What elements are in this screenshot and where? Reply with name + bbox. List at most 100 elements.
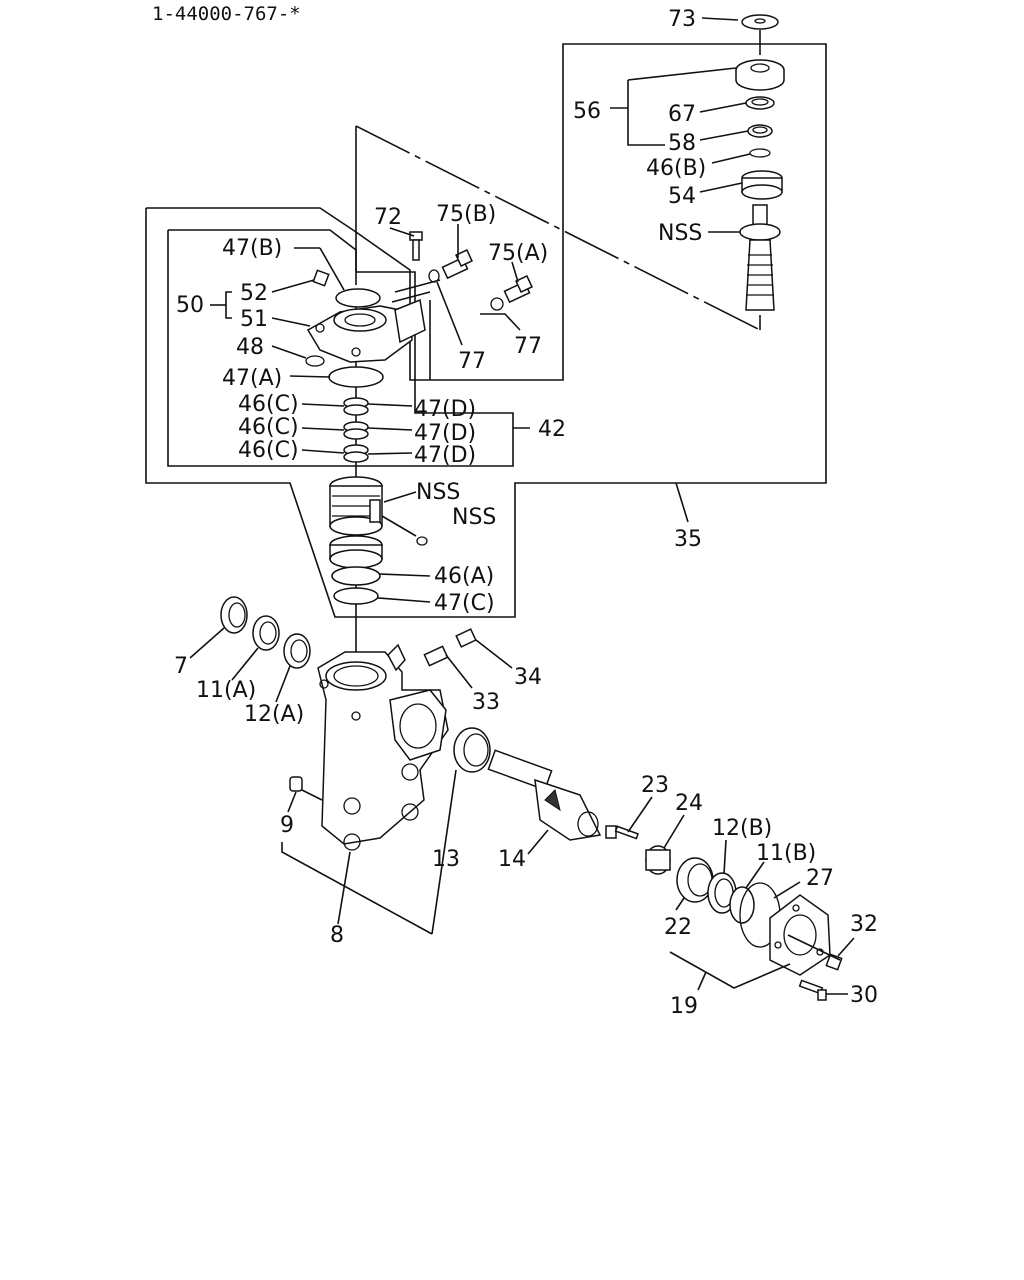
label-52: 52	[240, 281, 268, 306]
part-13-needle-bearing	[453, 727, 491, 773]
label-8: 8	[330, 923, 344, 948]
part-72-bolt	[409, 231, 423, 261]
label-11a: 11(A)	[196, 678, 256, 703]
leader-47c	[377, 597, 431, 603]
part-24-nut	[645, 845, 671, 875]
leader-19	[697, 971, 707, 991]
label-7: 7	[174, 654, 188, 679]
leader-34	[475, 639, 513, 669]
part-54-needle-bearing	[741, 170, 783, 200]
leader-12a	[275, 665, 291, 703]
label-77-a: 77	[458, 349, 486, 374]
leader-77-a	[436, 281, 463, 346]
label-46c-2: 46(C)	[238, 415, 299, 440]
center-line-diagonal	[355, 125, 761, 331]
leader-nss-mid2	[381, 515, 417, 537]
part-52-screw	[312, 269, 330, 287]
label-46b: 46(B)	[646, 156, 706, 181]
leader-22	[675, 897, 685, 911]
part-48-oring	[305, 355, 325, 367]
leader-46c-3	[301, 449, 345, 454]
label-46a: 46(A)	[434, 564, 494, 589]
label-24: 24	[675, 791, 703, 816]
label-19: 19	[670, 994, 698, 1019]
part-56-cap	[735, 59, 785, 91]
leader-46b	[711, 153, 751, 164]
label-27: 27	[806, 866, 834, 891]
leader-12b	[723, 839, 727, 875]
part-11a-seal	[252, 615, 280, 651]
leader-9-a	[301, 789, 323, 801]
label-12a: 12(A)	[244, 702, 304, 727]
leader-24	[663, 814, 685, 849]
leader-27	[773, 881, 801, 899]
part-labels: 73 56 67 58 46(B) 54 NSS 72 75(B) 75(A) …	[174, 7, 878, 1019]
part-23-screw	[605, 825, 639, 840]
label-73: 73	[668, 7, 696, 32]
label-72: 72	[374, 205, 402, 230]
label-50: 50	[176, 293, 204, 318]
leader-47d-1	[367, 403, 413, 407]
label-nss-mid1: NSS	[416, 480, 460, 505]
leader-73	[701, 17, 739, 21]
label-51: 51	[240, 307, 268, 332]
part-12a-seal	[283, 633, 311, 669]
label-nss-top: NSS	[658, 221, 702, 246]
label-47c: 47(C)	[434, 591, 495, 616]
bracket-56	[627, 80, 665, 146]
leader-13	[431, 769, 457, 935]
axis-line-32	[787, 934, 841, 961]
leader-77-b	[480, 313, 521, 331]
leader-23	[627, 796, 653, 833]
part-46a-ring	[331, 566, 381, 586]
leader-nss-mid1	[383, 491, 417, 503]
part-8-gear-housing	[317, 643, 449, 851]
label-42: 42	[538, 417, 566, 442]
part-12b-seal	[707, 872, 737, 914]
label-30: 30	[850, 983, 878, 1008]
axis-line-75a	[391, 291, 431, 303]
leader-54	[699, 182, 743, 193]
part-34-fitting	[455, 628, 477, 648]
part-58-seal	[747, 124, 773, 138]
label-22: 22	[664, 915, 692, 940]
group-box-42	[167, 229, 514, 467]
label-13: 13	[432, 847, 460, 872]
part-9-plug	[289, 776, 303, 792]
label-75a: 75(A)	[488, 241, 548, 266]
bracket-19	[669, 951, 791, 989]
part-nss-piston	[329, 476, 383, 569]
label-14: 14	[498, 847, 526, 872]
group-box-outer-35	[145, 43, 827, 618]
label-46c-1: 46(C)	[238, 392, 299, 417]
label-47b: 47(B)	[222, 236, 282, 261]
part-67-bearing	[745, 96, 775, 110]
drawing-code: 1-44000-767-*	[152, 3, 301, 25]
leader-46a	[379, 573, 431, 577]
part-11b-seal	[729, 886, 755, 924]
label-67: 67	[668, 102, 696, 127]
label-35: 35	[674, 527, 702, 552]
leader-51	[271, 317, 311, 327]
leader-11a	[231, 647, 259, 681]
axis-line-75b	[394, 279, 441, 293]
part-47c-oring	[333, 587, 379, 605]
leader-7	[189, 627, 225, 659]
part-47b-oring	[335, 288, 381, 308]
leader-47d-2	[367, 427, 413, 431]
leader-52	[271, 279, 315, 293]
label-23: 23	[641, 773, 669, 798]
leader-8	[337, 851, 351, 925]
label-11b: 11(B)	[756, 841, 816, 866]
leader-46c-2	[301, 427, 345, 431]
part-47a-oring	[328, 366, 384, 388]
label-48: 48	[236, 335, 264, 360]
part-73-washer	[741, 14, 779, 30]
part-75a-fitting	[503, 275, 533, 304]
label-56: 56	[573, 99, 601, 124]
part-7-bushing	[220, 596, 248, 634]
label-9: 9	[280, 813, 294, 838]
part-33-fitting	[423, 645, 449, 667]
part-30-bolt	[798, 979, 827, 1001]
